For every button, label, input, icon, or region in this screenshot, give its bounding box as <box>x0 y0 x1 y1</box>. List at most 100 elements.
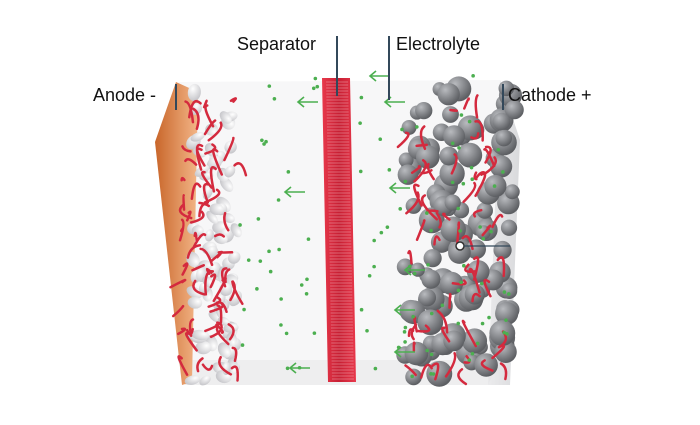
lithium-ion <box>461 181 466 186</box>
lithium-ion <box>502 330 506 335</box>
cathode-particle <box>443 330 465 352</box>
cathode-particle <box>457 142 483 168</box>
lithium-ion <box>506 292 511 296</box>
cathode-particle <box>439 146 459 166</box>
lithium-ion <box>496 147 501 152</box>
binder-fiber <box>182 194 186 211</box>
left-arrow-icon <box>296 96 318 108</box>
lithium-ion <box>305 277 309 282</box>
anode-particle <box>224 165 236 178</box>
anode-particle <box>199 375 211 386</box>
binder-fiber <box>229 280 236 302</box>
binder-fiber <box>464 263 477 273</box>
cathode-particle <box>504 184 520 200</box>
binder-fiber <box>435 211 443 229</box>
binder-fiber <box>220 267 228 288</box>
binder-fiber <box>419 363 433 379</box>
cathode-particle <box>504 100 524 120</box>
cathode-particle <box>448 241 471 264</box>
anode-particle <box>191 329 210 341</box>
lithium-ion <box>359 307 364 312</box>
lithium-ion <box>367 273 372 278</box>
cathode-particle <box>417 309 444 336</box>
binder-fiber <box>193 231 199 243</box>
binder-fiber <box>426 209 439 213</box>
cathode-particle <box>398 152 414 168</box>
lithium-ion <box>387 168 392 172</box>
lithium-ion <box>505 332 509 336</box>
lithium-ion <box>256 217 261 221</box>
anode-particles <box>184 83 242 386</box>
anode-particle <box>226 332 237 347</box>
cathode-particle <box>495 129 513 147</box>
binder-fiber <box>180 176 186 182</box>
binder-fiber <box>209 273 217 289</box>
binder-fiber <box>474 172 487 198</box>
cathode-pointer-dot <box>455 241 465 251</box>
binder-fiber <box>471 292 481 303</box>
binder-fiber <box>176 327 187 336</box>
left-arrow-icon <box>368 70 390 82</box>
binder-fiber <box>451 279 467 286</box>
lithium-ion <box>312 331 317 335</box>
lithium-ion <box>286 170 291 174</box>
binder-fiber <box>227 323 235 341</box>
lithium-ion <box>285 366 290 371</box>
lithium-ion <box>470 351 475 356</box>
cathode-particle <box>476 202 493 219</box>
binder-fiber <box>177 355 189 376</box>
binder-fiber <box>404 364 417 377</box>
cathode-particle <box>493 240 512 260</box>
anode-particle <box>230 223 242 238</box>
lithium-ion <box>425 348 429 353</box>
lithium-ion <box>400 127 404 132</box>
binder-fiber <box>415 143 428 148</box>
binder-fiber <box>405 191 420 215</box>
binder-fiber <box>223 136 235 162</box>
lithium-ions <box>238 74 511 379</box>
binder-fiber <box>470 132 480 140</box>
lithium-ion <box>501 170 505 174</box>
lithium-ion <box>402 330 407 334</box>
lithium-ion <box>267 249 271 254</box>
cathode-particle <box>396 258 414 276</box>
binder-fiber <box>209 322 223 339</box>
binder-fiber <box>218 355 233 376</box>
lithium-ion <box>467 358 472 362</box>
lithium-ion <box>315 84 320 89</box>
lithium-ion <box>262 142 266 146</box>
electrolyte-leader-line <box>388 36 390 100</box>
lithium-ion <box>426 263 430 267</box>
lithium-ion <box>272 96 277 101</box>
binder-fiber <box>198 201 211 208</box>
binder-fiber <box>188 99 202 119</box>
lithium-ion <box>378 137 383 141</box>
binder-fiber <box>440 326 451 343</box>
binder-fiber <box>203 119 217 136</box>
cathode-particle <box>489 320 516 347</box>
lithium-ion <box>246 258 251 262</box>
lithium-ion <box>260 138 264 143</box>
cathode-particle <box>401 119 417 135</box>
lithium-ion <box>450 141 455 146</box>
cathode-particle <box>442 106 459 123</box>
left-arrow-icon <box>388 182 410 194</box>
cathode-leader-line <box>502 84 504 110</box>
binder-fiber <box>231 346 238 363</box>
lithium-ion <box>456 321 461 326</box>
lithium-ion <box>492 184 497 188</box>
lithium-ion <box>385 225 390 229</box>
binder-fiber <box>216 304 223 324</box>
lithium-ion <box>481 237 486 241</box>
binder-fiber <box>450 153 458 175</box>
lithium-ion <box>403 325 408 330</box>
separator-pores <box>326 81 354 380</box>
anode-particle <box>187 83 201 102</box>
binder-fiber <box>426 162 435 181</box>
lithium-ion <box>458 229 462 233</box>
anode-particle <box>222 213 235 223</box>
lithium-ion <box>313 76 318 81</box>
lithium-ion <box>299 283 304 287</box>
binder-fiber <box>192 233 207 249</box>
cathode-particle <box>404 341 429 366</box>
